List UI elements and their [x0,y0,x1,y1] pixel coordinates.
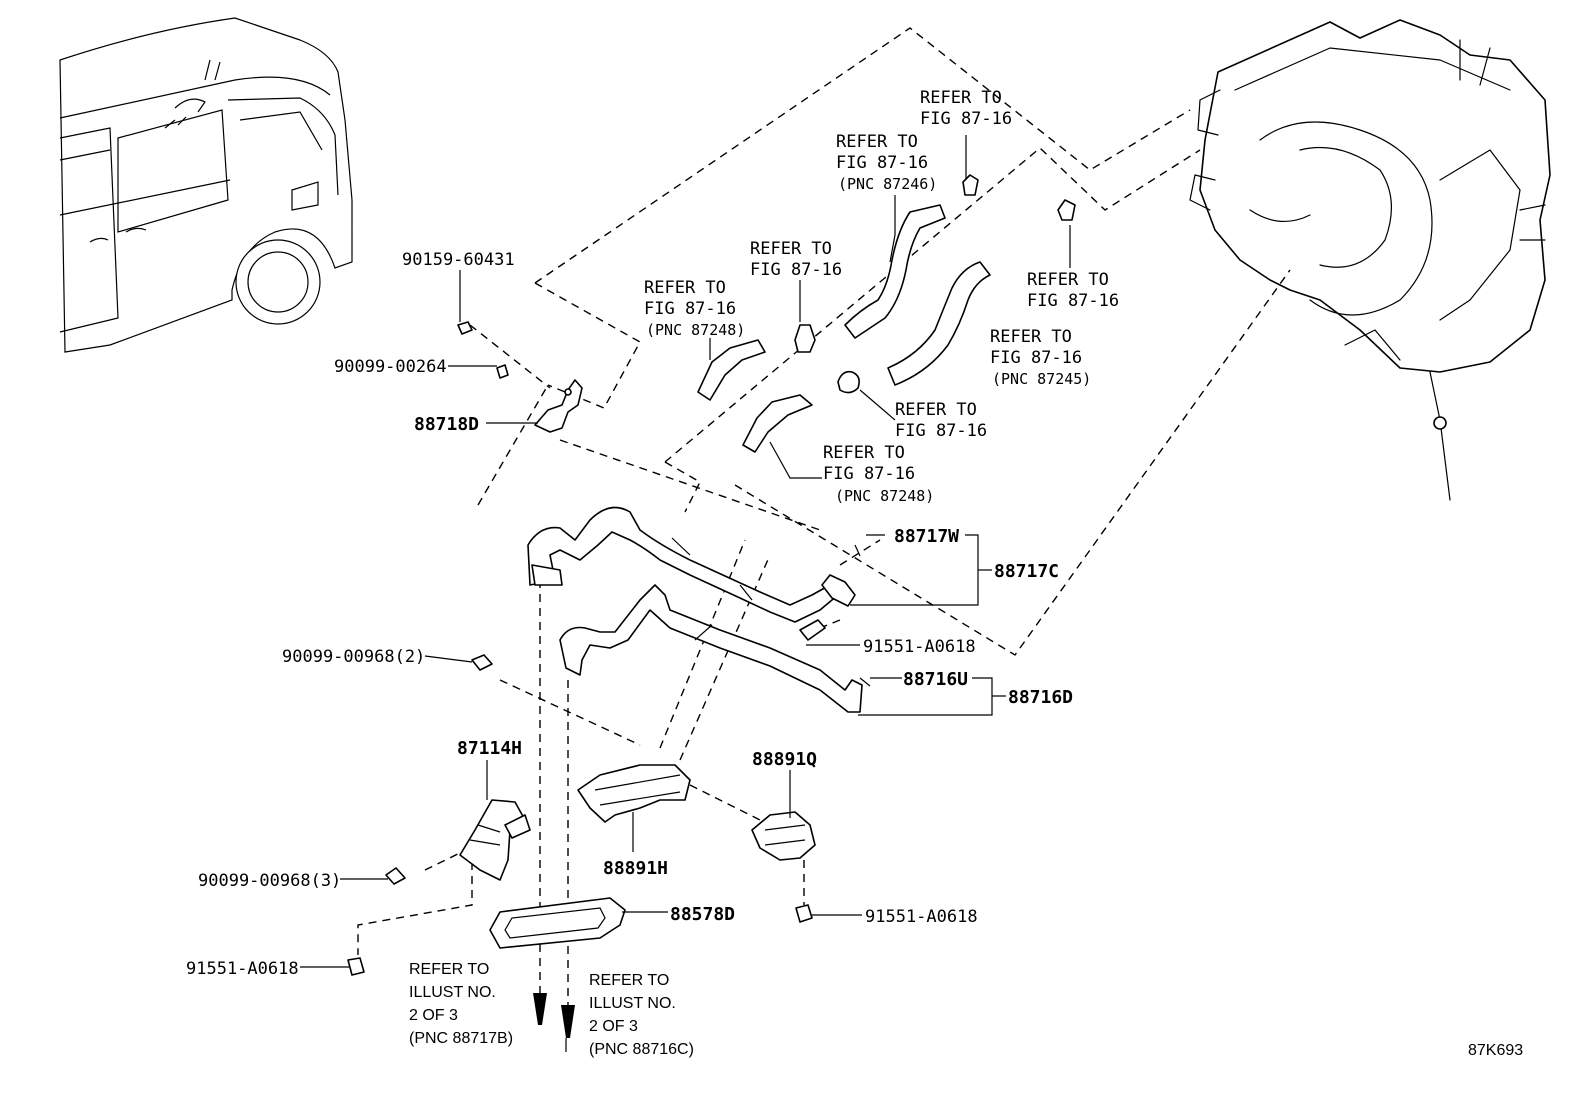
svg-text:(PNC 88716C): (PNC 88716C) [589,1041,694,1058]
ref-illust-pnc-88717b: REFER TO ILLUST NO. 2 OF 3 (PNC 88717B) [409,961,513,1047]
svg-text:FIG 87-16: FIG 87-16 [823,464,915,484]
label-88718d: 88718D [414,414,479,435]
svg-text:REFER TO: REFER TO [990,327,1072,347]
svg-text:(PNC 87248): (PNC 87248) [835,487,934,505]
svg-text:2 OF 3: 2 OF 3 [589,1018,638,1035]
svg-text:REFER TO: REFER TO [644,278,726,298]
ref-illust-pnc-88716c: REFER TO ILLUST NO. 2 OF 3 (PNC 88716C) [589,972,694,1058]
svg-text:FIG 87-16: FIG 87-16 [750,260,842,280]
svg-text:(PNC 87248): (PNC 87248) [646,321,745,339]
label-88891q: 88891Q [752,749,817,770]
label-88717c: 88717C [994,561,1059,582]
svg-text:REFER TO: REFER TO [895,400,977,420]
svg-text:FIG 87-16: FIG 87-16 [1027,291,1119,311]
reference-boundaries [357,27,1291,1018]
part-labels: 90159-60431 90099-00264 88718D 88717W 88… [186,250,1073,979]
label-87114h: 87114H [457,738,522,759]
ref-fig-87-16-d: REFER TO FIG 87-16 [895,400,987,441]
vehicle-illustration [59,17,353,353]
svg-text:REFER TO: REFER TO [409,961,489,978]
svg-text:REFER TO: REFER TO [920,88,1002,108]
label-88891h: 88891H [603,858,668,879]
ref-fig-87-16-c: REFER TO FIG 87-16 [1027,270,1119,311]
svg-text:FIG 87-16: FIG 87-16 [644,299,736,319]
ref-fig-87-16-pnc-87246: REFER TO FIG 87-16 (PNC 87246) [836,132,937,193]
label-90159-60431: 90159-60431 [402,250,515,270]
svg-text:(PNC 88717B): (PNC 88717B) [409,1030,513,1047]
svg-text:REFER TO: REFER TO [836,132,918,152]
label-91551-a0618-upper: 91551-A0618 [863,637,976,657]
ref-fig-87-16-pnc-87248-a: REFER TO FIG 87-16 (PNC 87248) [644,278,745,339]
svg-text:(PNC 87245): (PNC 87245) [992,370,1091,388]
reference-labels: REFER TO FIG 87-16 REFER TO FIG 87-16 (P… [409,88,1119,1058]
svg-text:REFER TO: REFER TO [823,443,905,463]
label-91551-a0618-left: 91551-A0618 [186,959,299,979]
ref-fig-87-16-a: REFER TO FIG 87-16 [920,88,1012,129]
hoses-and-pipes [489,174,1076,1052]
ref-fig-87-16-b: REFER TO FIG 87-16 [750,239,842,280]
label-91551-a0618-right: 91551-A0618 [865,907,978,927]
svg-text:(PNC 87246): (PNC 87246) [838,175,937,193]
svg-text:REFER TO: REFER TO [750,239,832,259]
ref-fig-87-16-pnc-87245: REFER TO FIG 87-16 (PNC 87245) [990,327,1091,388]
svg-text:ILLUST NO.: ILLUST NO. [409,984,496,1001]
label-88578d: 88578D [670,904,735,925]
heater-unit-illustration [1189,19,1551,501]
svg-text:FIG 87-16: FIG 87-16 [836,153,928,173]
svg-text:FIG 87-16: FIG 87-16 [920,109,1012,129]
diagram-code: 87K693 [1468,1042,1523,1059]
brackets [347,321,826,976]
label-90099-00264: 90099-00264 [334,357,447,377]
svg-text:FIG 87-16: FIG 87-16 [895,421,987,441]
svg-text:ILLUST NO.: ILLUST NO. [589,995,676,1012]
label-88717w: 88717W [894,526,959,547]
label-90099-00968-2: 90099-00968(2) [282,647,425,667]
svg-text:2 OF 3: 2 OF 3 [409,1007,458,1024]
svg-text:REFER TO: REFER TO [1027,270,1109,290]
svg-text:FIG 87-16: FIG 87-16 [990,348,1082,368]
label-90099-00968-3: 90099-00968(3) [198,871,341,891]
label-88716u: 88716U [903,669,968,690]
leader-lines [300,135,1071,968]
label-88716d: 88716D [1008,687,1073,708]
svg-text:REFER TO: REFER TO [589,972,669,989]
ref-fig-87-16-pnc-87248-b: REFER TO FIG 87-16 (PNC 87248) [823,443,934,505]
